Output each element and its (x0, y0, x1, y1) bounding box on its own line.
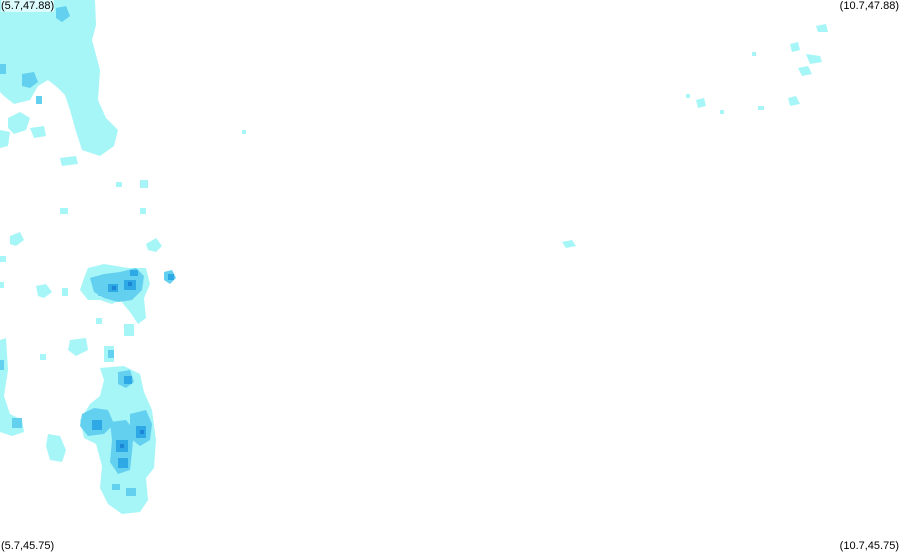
corner-label-top-left: (5.7,47.88) (1, 0, 55, 12)
corner-label-bottom-right: (10.7,45.75) (839, 540, 899, 552)
corner-label-bottom-left: (5.7,45.75) (1, 540, 55, 552)
precip-layer-light-east (242, 24, 828, 248)
precip-layer-light (0, 0, 162, 514)
precip-layer-heavy (112, 282, 144, 448)
corner-label-top-right: (10.7,47.88) (839, 0, 899, 12)
